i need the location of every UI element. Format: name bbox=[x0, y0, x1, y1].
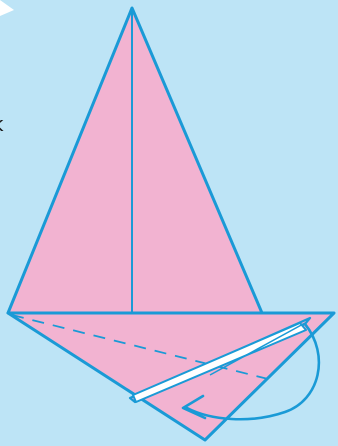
corner-arrow-icon bbox=[0, 0, 14, 16]
sail-triangle bbox=[8, 8, 262, 313]
